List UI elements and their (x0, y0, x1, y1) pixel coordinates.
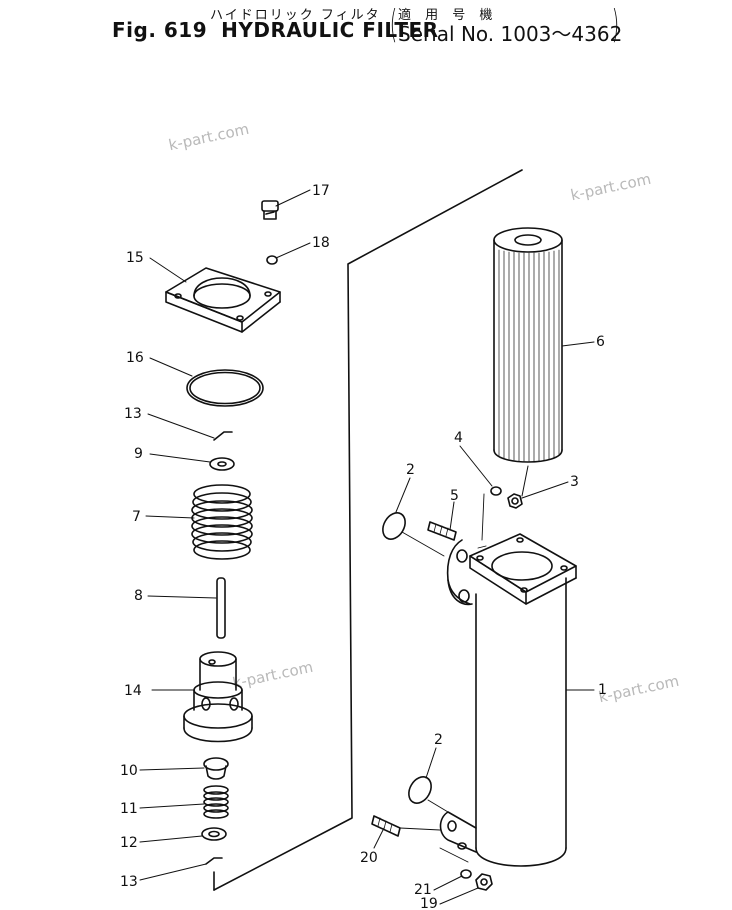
callout-10: 10 (120, 763, 138, 779)
spring-7 (191, 484, 253, 560)
callout-12: 12 (120, 835, 138, 851)
valve-body-14 (183, 651, 253, 743)
callout-2-upper: 2 (406, 462, 415, 478)
figure-title: Fig. 619 HYDRAULIC FILTER (112, 18, 453, 42)
callout-numbers: 17 18 15 16 13 9 7 8 14 10 11 12 13 6 4 … (120, 183, 607, 910)
right-paren: ) (611, 2, 620, 46)
filter-case-1 (439, 533, 577, 867)
serial-range: Serial No. 1003～4362 (398, 22, 623, 46)
lock-washer-18 (266, 255, 278, 265)
filter-axis-line (521, 465, 529, 497)
callout-1: 1 (598, 682, 607, 698)
callout-11: 11 (120, 801, 138, 817)
plug-10 (203, 757, 229, 780)
pin-13-upper (213, 431, 233, 441)
japanese-applicability: 適 用 号 機 (398, 8, 498, 23)
bolt-17 (261, 200, 279, 220)
callout-14: 14 (124, 683, 142, 699)
callout-leaders (139, 189, 595, 905)
callout-13-upper: 13 (124, 406, 142, 422)
lock-washer-21 (460, 869, 472, 879)
assembly-frame-line (213, 169, 523, 891)
callout-17: 17 (312, 183, 330, 199)
spring-11 (203, 785, 229, 819)
cover-15 (165, 267, 281, 333)
callout-13-lower: 13 (120, 874, 138, 890)
washer-9 (209, 457, 235, 471)
callout-4: 4 (454, 430, 463, 446)
callout-18: 18 (312, 235, 330, 251)
seat-12 (201, 827, 227, 841)
callout-15: 15 (126, 250, 144, 266)
part-name: HYDRAULIC FILTER (221, 18, 439, 42)
o-ring-16 (186, 369, 264, 407)
o-ring-2-upper (382, 512, 406, 540)
callout-7: 7 (132, 509, 141, 525)
callout-6: 6 (596, 334, 605, 350)
assembly-leaders (399, 493, 487, 863)
callout-5: 5 (450, 488, 459, 504)
o-ring-2-lower (408, 776, 432, 804)
japanese-part-name: ハイドロリック フィルタ (210, 8, 381, 23)
nut-3 (507, 493, 523, 509)
callout-21: 21 (414, 882, 432, 898)
nut-19 (475, 873, 493, 891)
stud-bolt-20 (371, 815, 401, 837)
stud-bolt-5 (427, 521, 457, 541)
callout-20: 20 (360, 850, 378, 866)
callout-2-lower: 2 (434, 732, 443, 748)
snap-ring-4 (490, 486, 502, 496)
left-paren: ( (389, 2, 398, 46)
callout-16: 16 (126, 350, 144, 366)
callout-8: 8 (134, 588, 143, 604)
figure-number: Fig. 619 (112, 18, 208, 42)
callout-3: 3 (570, 474, 579, 490)
rod-8 (216, 577, 226, 639)
callout-19: 19 (420, 896, 438, 910)
pin-13-lower (205, 857, 223, 865)
filter-element-6 (493, 227, 563, 463)
callout-9: 9 (134, 446, 143, 462)
